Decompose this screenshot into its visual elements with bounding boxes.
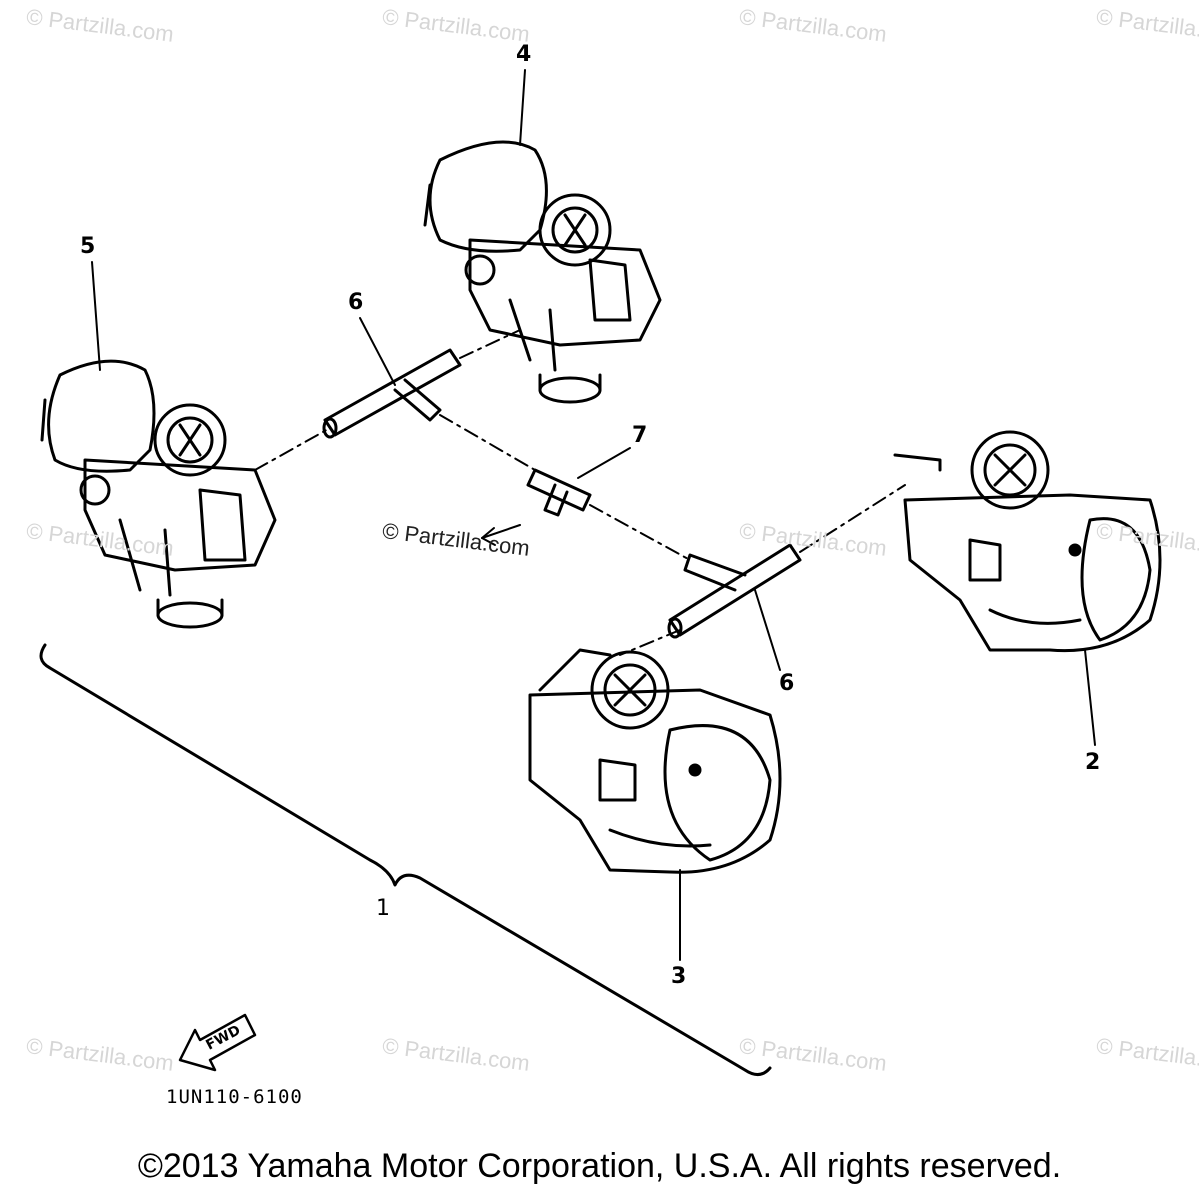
carburetor-2[interactable] (893, 430, 1162, 653)
callout-1[interactable]: 1 (376, 896, 390, 921)
carburetor-4[interactable] (423, 140, 662, 404)
callout-3[interactable]: 3 (671, 964, 687, 989)
diagram-code: 1UN110-6100 (166, 1086, 303, 1108)
front-arrow-icon (178, 1013, 257, 1072)
callout-2[interactable]: 2 (1085, 750, 1101, 775)
copyright-notice: ©2013 Yamaha Motor Corporation, U.S.A. A… (137, 1147, 1062, 1185)
carburetor-3[interactable] (528, 648, 782, 874)
callout-5[interactable]: 5 (80, 234, 96, 259)
joint-7[interactable] (481, 468, 592, 546)
leader-lines (91, 69, 1096, 961)
callout-7[interactable]: 7 (632, 423, 648, 448)
callout-6-upper[interactable]: 6 (348, 290, 364, 315)
assembly-bracket (39, 643, 772, 1076)
connection-lines (254, 329, 906, 656)
callout-4[interactable]: 4 (516, 42, 532, 67)
callout-6-lower[interactable]: 6 (779, 671, 795, 696)
carburetor-5[interactable] (40, 359, 277, 629)
joint-6-lower[interactable] (667, 543, 802, 639)
joint-6-upper[interactable] (322, 348, 462, 439)
